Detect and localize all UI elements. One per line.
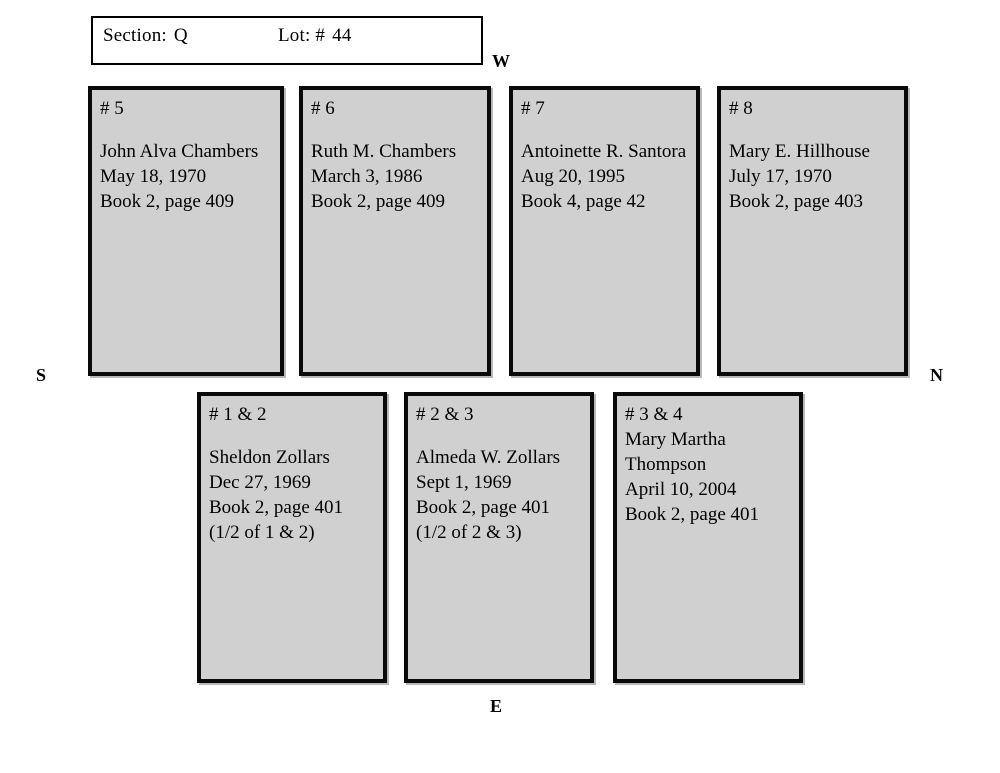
plot-text-line: Mary E. Hillhouse <box>729 141 870 162</box>
plot-text-line: July 17, 1970 <box>729 166 832 187</box>
lot-header-row: Section: Q Lot: # 44 <box>93 25 481 51</box>
plot-number: # 3 & 4 <box>625 404 683 425</box>
plot-text-line: (1/2 of 2 & 3) <box>416 522 522 543</box>
lot-field: Lot: # 44 <box>278 25 352 47</box>
plot-text-line: Antoinette R. Santora <box>521 141 687 162</box>
plot-spacer <box>521 121 692 139</box>
plot-text-line: John Alva Chambers <box>100 141 259 162</box>
plot-text-line: Book 2, page 403 <box>729 191 864 212</box>
plot-text-line: April 10, 2004 <box>625 479 737 500</box>
plot-number: # 5 <box>100 98 124 119</box>
plot-spacer <box>100 121 276 139</box>
plot-text-line: Thompson <box>625 454 707 475</box>
section-value: Q <box>173 25 188 46</box>
plot-text-line: Almeda W. Zollars <box>416 447 561 468</box>
plot-text-line: Book 2, page 401 <box>625 504 760 525</box>
plot-text-line: (1/2 of 1 & 2) <box>209 522 315 543</box>
plot-spacer <box>729 121 900 139</box>
plot-text-line: Aug 20, 1995 <box>521 166 625 187</box>
plot-number: # 1 & 2 <box>209 404 267 425</box>
plot-text-line: Sheldon Zollars <box>209 447 330 468</box>
section-label: Section: <box>103 25 167 46</box>
plot-number: # 7 <box>521 98 545 119</box>
plot-text-line: Dec 27, 1969 <box>209 472 311 493</box>
plot-text-line: Sept 1, 1969 <box>416 472 512 493</box>
plot-text-line: Book 2, page 401 <box>209 497 344 518</box>
plot-text-line: Book 2, page 409 <box>100 191 235 212</box>
plot-spacer <box>416 427 586 445</box>
plot-text-line: March 3, 1986 <box>311 166 423 187</box>
plot-text-line: Book 2, page 401 <box>416 497 551 518</box>
section-field: Section: Q <box>103 25 188 47</box>
plot-number: # 8 <box>729 98 753 119</box>
compass-label-south: S <box>36 365 47 385</box>
plot-text-line: Ruth M. Chambers <box>311 141 457 162</box>
plot-text-line: May 18, 1970 <box>100 166 207 187</box>
plot-text-line: Book 2, page 409 <box>311 191 446 212</box>
plot-spacer <box>209 427 379 445</box>
lot-value: 44 <box>332 25 352 46</box>
plot-text-line: Mary Martha <box>625 429 726 450</box>
plot-number: # 2 & 3 <box>416 404 474 425</box>
lot-header-box: Section: Q Lot: # 44 <box>91 16 483 65</box>
plot-text-line: Book 4, page 42 <box>521 191 646 212</box>
compass-label-north: N <box>930 365 944 385</box>
compass-label-west: W <box>492 51 511 71</box>
plot-number: # 6 <box>311 98 335 119</box>
lot-label: Lot: # <box>278 25 326 46</box>
plot-spacer <box>311 121 483 139</box>
compass-label-east: E <box>490 696 503 716</box>
